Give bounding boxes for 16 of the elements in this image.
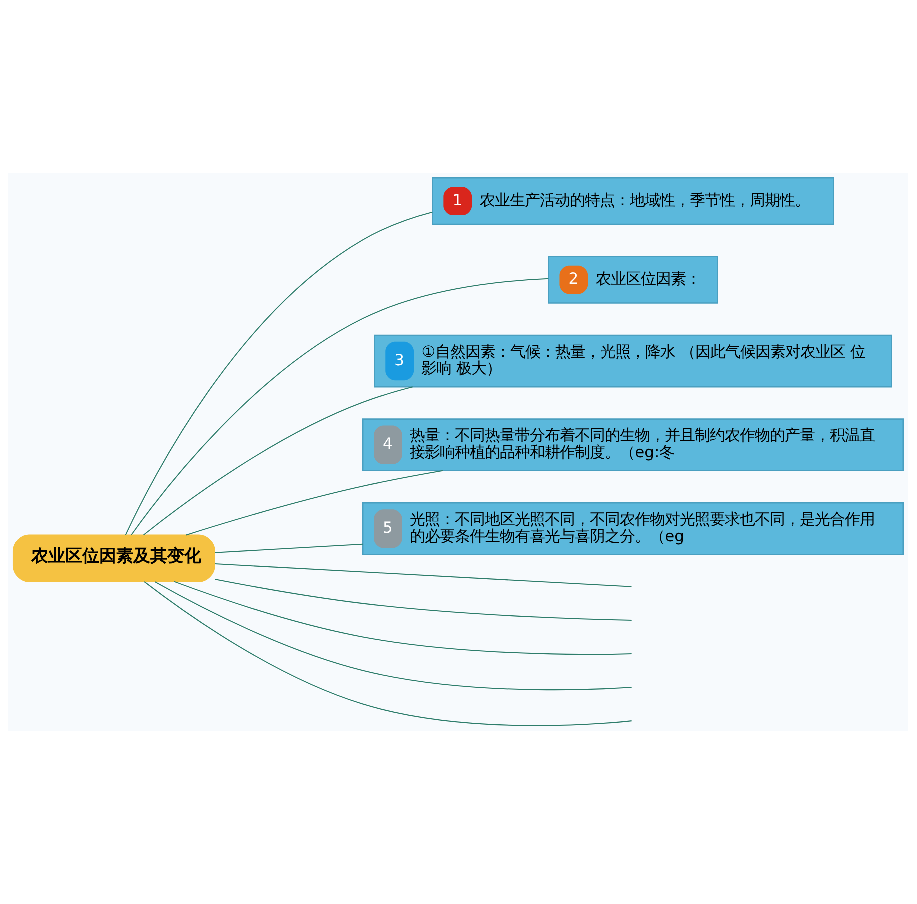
node-box: 4 热量：不同热量带分布着不同的生物，并且制约农作物的产量，积温直接影响种植的品种和耕作制度。（eg:冬	[362, 418, 904, 472]
node-box: 农业区位因素及其变化	[12, 534, 216, 582]
connector	[214, 578, 632, 621]
connector	[131, 278, 549, 536]
node-box: 3 ①自然因素：气候：热量，光照，降水 （因此气候因素对农业区 位影响 极大）	[374, 334, 892, 388]
connector	[125, 212, 433, 536]
connector	[144, 386, 413, 536]
connector	[174, 581, 632, 656]
node-box: 1 农业生产活动的特点：地域性，季节性，周期性。	[432, 178, 834, 226]
node-box: 5 光照：不同地区光照不同，不同农作物对光照要求也不同，是光合作用的必要条件生物有喜光与喜阴之分。（eg	[362, 502, 904, 556]
connector	[186, 470, 444, 536]
connector	[215, 544, 364, 554]
connector	[154, 582, 632, 691]
node-box: 2 农业区位因素：	[548, 256, 718, 304]
connector	[215, 564, 632, 588]
connector	[144, 582, 632, 726]
